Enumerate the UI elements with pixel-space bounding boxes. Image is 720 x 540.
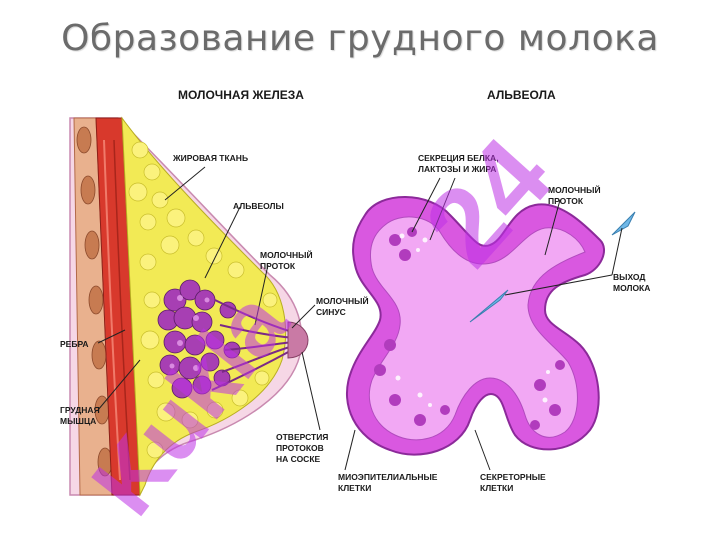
alveolus-illustration bbox=[345, 196, 636, 456]
milk-outlet bbox=[611, 211, 636, 236]
label-milk-duct-right: МОЛОЧНЫЙ ПРОТОК bbox=[548, 185, 601, 206]
label-duct-openings: ОТВЕРСТИЯ ПРОТОКОВ НА СОСКЕ bbox=[276, 432, 329, 464]
label-milk-sinus: МОЛОЧНЫЙ СИНУС bbox=[316, 296, 369, 317]
label-milk-duct-left: МОЛОЧНЫЙ ПРОТОК bbox=[260, 250, 313, 271]
heading-alveolus: АЛЬВЕОЛА bbox=[487, 88, 556, 102]
label-milk-outlet: ВЫХОД МОЛОКА bbox=[613, 272, 651, 293]
breast-cross-section bbox=[69, 116, 309, 497]
label-myoepithelial: МИОЭПИТЕЛИАЛЬНЫЕ КЛЕТКИ bbox=[338, 472, 438, 493]
label-fat-tissue: ЖИРОВАЯ ТКАНЬ bbox=[173, 153, 249, 163]
page-title: Образование грудного молока bbox=[61, 18, 659, 59]
heading-mammary-gland: МОЛОЧНАЯ ЖЕЛЕЗА bbox=[178, 88, 304, 102]
milk-flow bbox=[469, 289, 509, 323]
alveolus-lumen bbox=[368, 216, 586, 441]
alveoli-cluster bbox=[157, 279, 241, 399]
label-chest-muscle: ГРУДНАЯ МЫШЦА bbox=[60, 405, 100, 426]
label-alveoli: АЛЬВЕОЛЫ bbox=[233, 201, 284, 211]
nipple bbox=[287, 321, 309, 359]
label-secretion: СЕКРЕЦИЯ БЕЛКА, ЛАКТОЗЫ И ЖИРА bbox=[418, 153, 499, 174]
label-ribs: РЕБРА bbox=[60, 339, 89, 349]
label-secretory: СЕКРЕТОРНЫЕ КЛЕТКИ bbox=[480, 472, 546, 493]
